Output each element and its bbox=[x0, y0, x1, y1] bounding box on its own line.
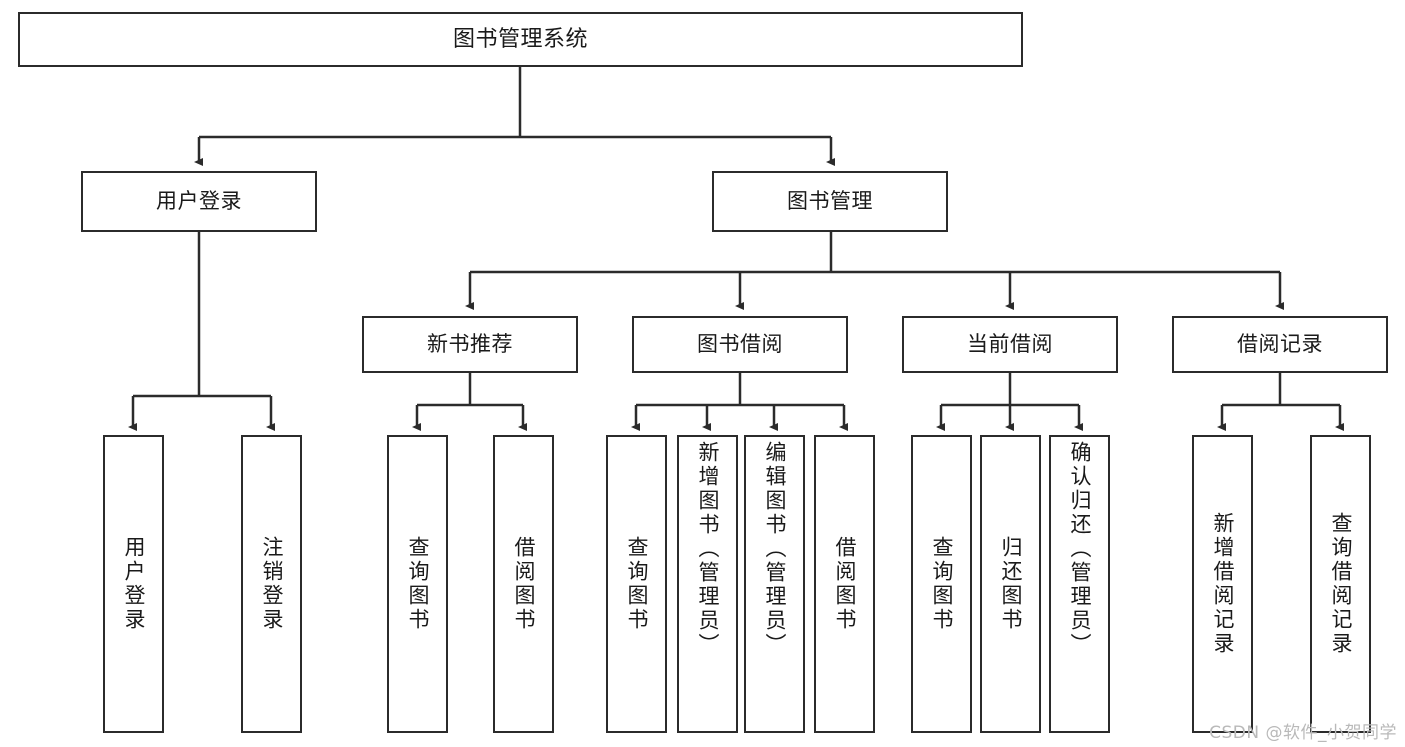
node-borrow-record-label: 借阅记录 bbox=[1237, 332, 1323, 357]
node-user-login-label: 用户登录 bbox=[156, 189, 242, 214]
node-leaf-query-book-1-label: 查询图书 bbox=[406, 536, 430, 632]
node-root[interactable]: 图书管理系统 bbox=[18, 12, 1023, 67]
node-leaf-return-book[interactable]: 归还图书 bbox=[980, 435, 1041, 733]
node-borrow-record[interactable]: 借阅记录 bbox=[1172, 316, 1388, 373]
node-book-management-label: 图书管理 bbox=[787, 189, 873, 214]
node-new-book-recommend[interactable]: 新书推荐 bbox=[362, 316, 578, 373]
node-book-borrow-label: 图书借阅 bbox=[697, 332, 783, 357]
node-leaf-user-login[interactable]: 用户登录 bbox=[103, 435, 164, 733]
node-new-book-recommend-label: 新书推荐 bbox=[427, 332, 513, 357]
watermark: CSDN @软件_小贺同学 bbox=[1209, 723, 1397, 743]
node-leaf-borrow-book-1-label: 借阅图书 bbox=[512, 536, 536, 632]
node-leaf-edit-book-label: 编辑图书（管理员） bbox=[763, 441, 787, 657]
node-user-login[interactable]: 用户登录 bbox=[81, 171, 317, 232]
node-book-borrow[interactable]: 图书借阅 bbox=[632, 316, 848, 373]
node-leaf-borrow-book-2[interactable]: 借阅图书 bbox=[814, 435, 875, 733]
node-leaf-borrow-book-2-label: 借阅图书 bbox=[833, 536, 857, 632]
node-leaf-query-borrow-record[interactable]: 查询借阅记录 bbox=[1310, 435, 1371, 733]
node-leaf-add-book-label: 新增图书（管理员） bbox=[696, 441, 720, 657]
node-leaf-add-borrow-record[interactable]: 新增借阅记录 bbox=[1192, 435, 1253, 733]
node-book-management[interactable]: 图书管理 bbox=[712, 171, 948, 232]
node-leaf-logout[interactable]: 注销登录 bbox=[241, 435, 302, 733]
node-leaf-query-book-2[interactable]: 查询图书 bbox=[606, 435, 667, 733]
node-leaf-query-borrow-record-label: 查询借阅记录 bbox=[1329, 512, 1353, 656]
node-root-label: 图书管理系统 bbox=[452, 26, 588, 52]
node-leaf-return-book-label: 归还图书 bbox=[999, 536, 1023, 632]
node-leaf-query-book-3-label: 查询图书 bbox=[930, 536, 954, 632]
node-current-borrow[interactable]: 当前借阅 bbox=[902, 316, 1118, 373]
node-leaf-add-book[interactable]: 新增图书（管理员） bbox=[677, 435, 738, 733]
node-leaf-user-login-label: 用户登录 bbox=[122, 536, 146, 632]
node-leaf-edit-book[interactable]: 编辑图书（管理员） bbox=[744, 435, 805, 733]
node-leaf-add-borrow-record-label: 新增借阅记录 bbox=[1211, 512, 1235, 656]
node-leaf-query-book-2-label: 查询图书 bbox=[625, 536, 649, 632]
node-leaf-query-book-1[interactable]: 查询图书 bbox=[387, 435, 448, 733]
node-leaf-logout-label: 注销登录 bbox=[260, 536, 284, 632]
node-leaf-query-book-3[interactable]: 查询图书 bbox=[911, 435, 972, 733]
node-current-borrow-label: 当前借阅 bbox=[967, 332, 1053, 357]
node-leaf-borrow-book-1[interactable]: 借阅图书 bbox=[493, 435, 554, 733]
node-leaf-confirm-return[interactable]: 确认归还（管理员） bbox=[1049, 435, 1110, 733]
node-leaf-confirm-return-label: 确认归还（管理员） bbox=[1068, 441, 1092, 657]
